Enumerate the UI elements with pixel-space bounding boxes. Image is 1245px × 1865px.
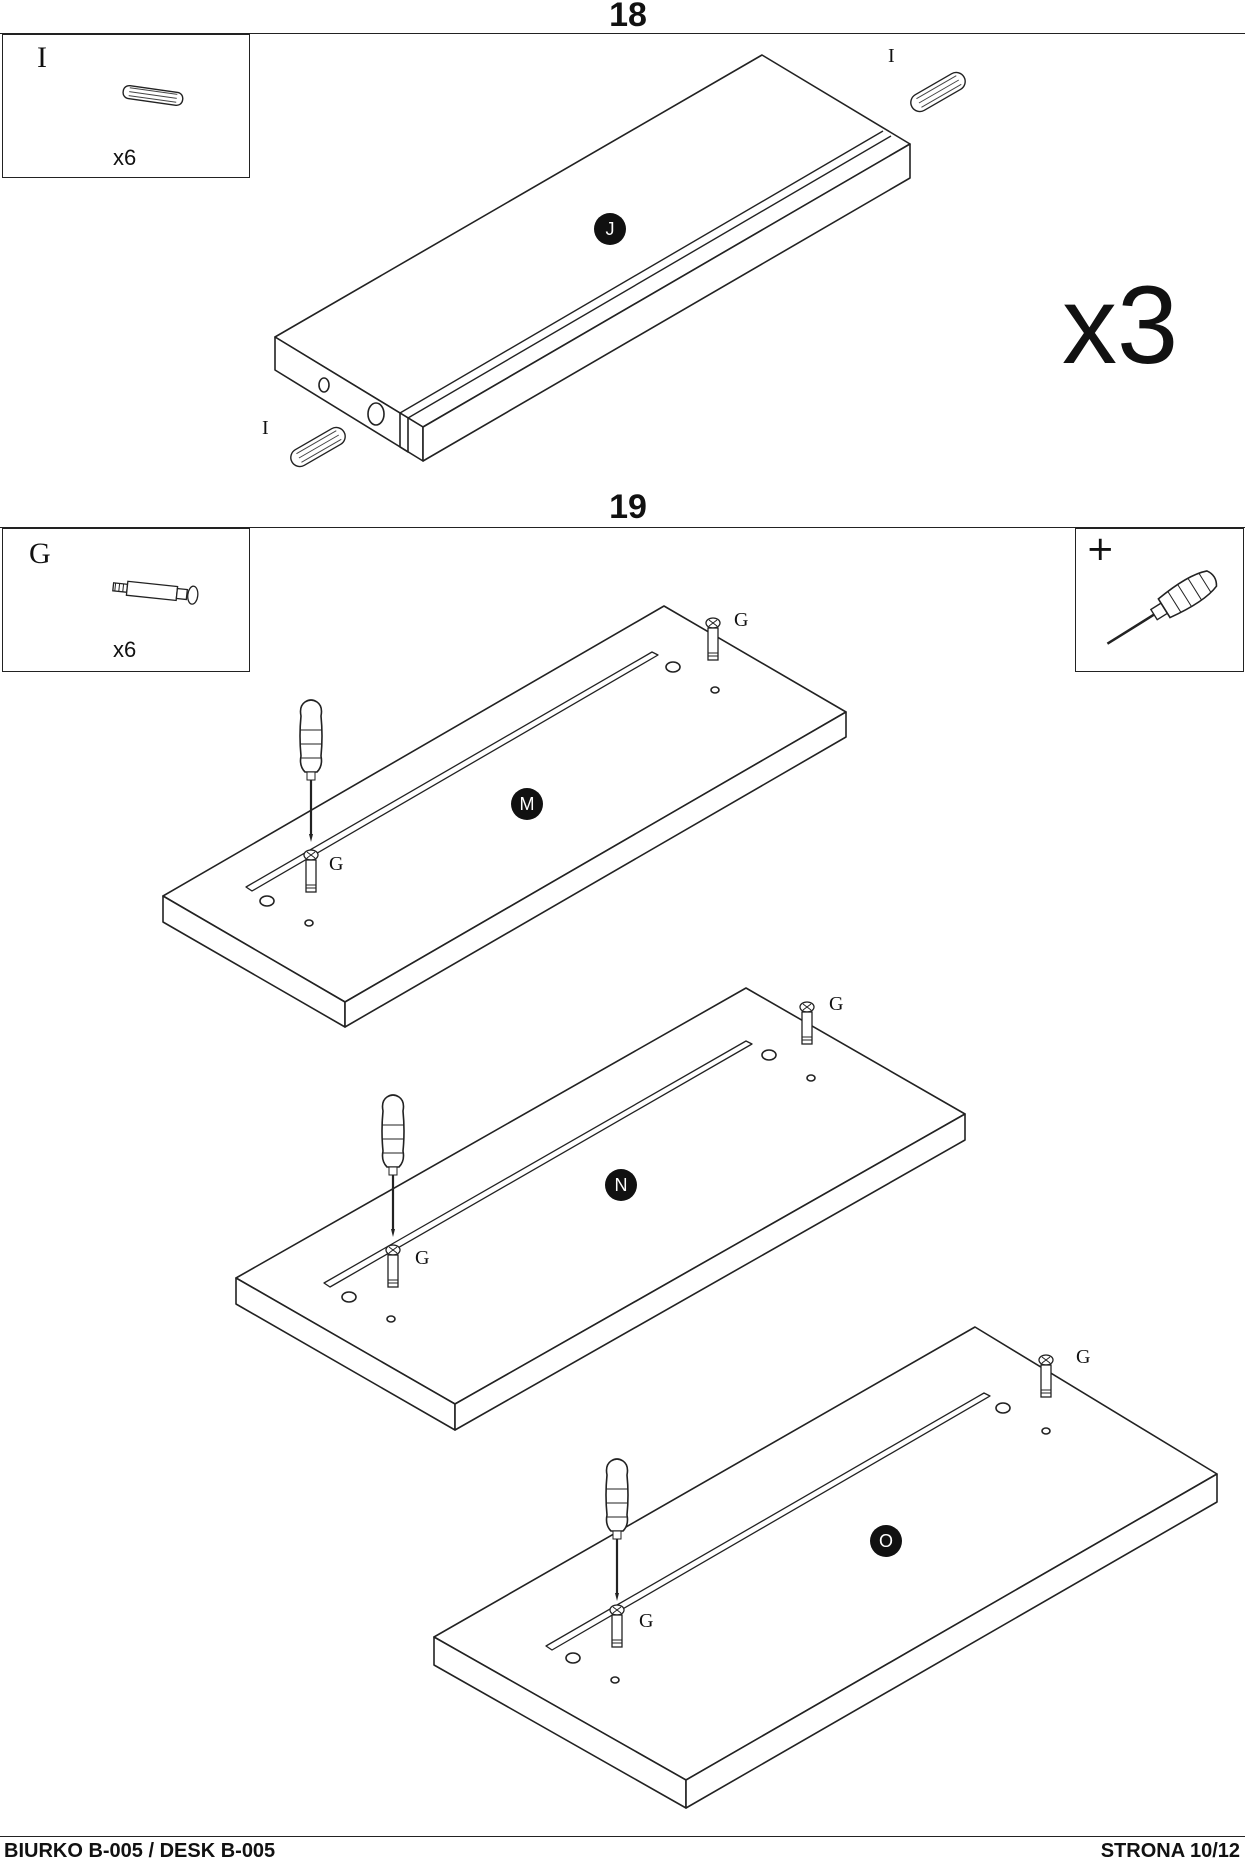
svg-text:N: N	[615, 1175, 628, 1195]
dowel-label-left: I	[262, 417, 269, 439]
footer-title: BIURKO B-005 / DESK B-005	[4, 1840, 276, 1862]
bolt-label: G	[415, 1247, 429, 1269]
step-19-part-box: G x6	[2, 528, 250, 672]
bolt-label: G	[329, 853, 343, 875]
bolt-label: G	[1076, 1346, 1090, 1368]
dowel-left	[290, 426, 346, 468]
step-18-multiplier: x3	[1062, 264, 1179, 387]
phillips-symbol: +	[1086, 529, 1115, 569]
panel-j	[274, 54, 911, 462]
part-quantity: x6	[113, 637, 137, 662]
svg-text:J: J	[606, 219, 615, 239]
footer-divider	[0, 1836, 1245, 1837]
svg-text:M: M	[520, 794, 535, 814]
step-19-tool-box: +	[1075, 528, 1244, 672]
dowel-right	[910, 71, 966, 113]
svg-text:O: O	[879, 1531, 893, 1551]
panel-o	[433, 1326, 1218, 1809]
screwdriver-icon	[1106, 570, 1218, 645]
panel-m	[162, 605, 847, 1028]
part-letter: G	[29, 537, 51, 570]
footer-page-number: STRONA 10/12	[1100, 1840, 1240, 1862]
cam-bolt-icon	[112, 580, 199, 605]
badge-m: M	[511, 788, 543, 820]
step-19-number: 19	[609, 488, 647, 526]
part-quantity: x6	[113, 145, 137, 170]
dowel-label-right: I	[888, 45, 895, 67]
panel-n	[235, 987, 966, 1431]
step-18-divider	[0, 33, 1245, 34]
bolt-label: G	[639, 1610, 653, 1632]
dowel-icon	[122, 84, 184, 107]
badge-o: O	[870, 1525, 902, 1557]
badge-j: J	[594, 213, 626, 245]
step-19-divider	[0, 527, 1245, 528]
step-18-part-box: I x6	[2, 34, 250, 178]
bolt-label: G	[734, 609, 748, 631]
bolt-label: G	[829, 993, 843, 1015]
step-18-number: 18	[609, 0, 647, 34]
part-letter: I	[37, 41, 47, 74]
badge-n: N	[605, 1169, 637, 1201]
